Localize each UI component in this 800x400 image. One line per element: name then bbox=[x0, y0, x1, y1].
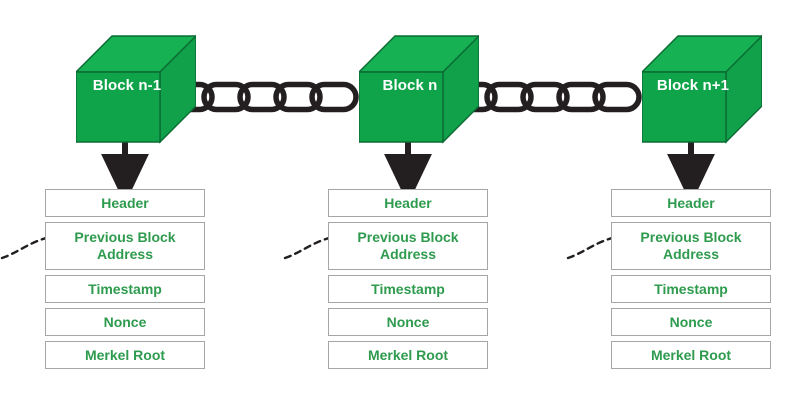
field-previous-block-address[interactable]: Previous Block Address bbox=[45, 222, 205, 270]
field-header[interactable]: Header bbox=[328, 189, 488, 217]
field-merkel-root-label: Merkel Root bbox=[650, 346, 732, 363]
field-nonce[interactable]: Nonce bbox=[328, 308, 488, 336]
field-timestamp-label: Timestamp bbox=[654, 280, 728, 297]
field-nonce[interactable]: Nonce bbox=[611, 308, 771, 336]
field-stack-block-n: Header Previous Block Address Timestamp … bbox=[328, 189, 488, 374]
cube-shape bbox=[357, 34, 481, 144]
field-previous-block-address-label: Previous Block Address bbox=[357, 229, 458, 263]
field-nonce-label: Nonce bbox=[669, 313, 713, 330]
field-timestamp-label: Timestamp bbox=[371, 280, 445, 297]
cube-block-n[interactable]: Block n bbox=[357, 22, 481, 152]
field-merkel-root-label: Merkel Root bbox=[84, 346, 166, 363]
field-previous-block-address[interactable]: Previous Block Address bbox=[328, 222, 488, 270]
field-merkel-root[interactable]: Merkel Root bbox=[328, 341, 488, 369]
cube-shape bbox=[640, 34, 764, 144]
field-previous-block-address-label: Previous Block Address bbox=[74, 229, 175, 263]
field-header-label: Header bbox=[101, 194, 149, 211]
line-2: Address bbox=[379, 246, 437, 262]
field-timestamp[interactable]: Timestamp bbox=[45, 275, 205, 303]
line-1: Previous Block bbox=[357, 229, 459, 245]
chain-segment-1 bbox=[168, 85, 356, 110]
field-nonce-label: Nonce bbox=[103, 313, 147, 330]
field-merkel-root-label: Merkel Root bbox=[367, 346, 449, 363]
field-nonce-label: Nonce bbox=[386, 313, 430, 330]
field-timestamp[interactable]: Timestamp bbox=[611, 275, 771, 303]
field-previous-block-address-label: Previous Block Address bbox=[640, 229, 741, 263]
cube-block-n-plus-1[interactable]: Block n+1 bbox=[640, 22, 764, 152]
field-merkel-root[interactable]: Merkel Root bbox=[611, 341, 771, 369]
chain-segment-2 bbox=[451, 85, 639, 110]
field-merkel-root[interactable]: Merkel Root bbox=[45, 341, 205, 369]
field-header-label: Header bbox=[384, 194, 432, 211]
field-timestamp[interactable]: Timestamp bbox=[328, 275, 488, 303]
field-timestamp-label: Timestamp bbox=[88, 280, 162, 297]
field-stack-block-n-1: Header Previous Block Address Timestamp … bbox=[45, 189, 205, 374]
field-nonce[interactable]: Nonce bbox=[45, 308, 205, 336]
field-header[interactable]: Header bbox=[45, 189, 205, 217]
cube-shape bbox=[74, 34, 198, 144]
field-header-label: Header bbox=[667, 194, 715, 211]
line-2: Address bbox=[96, 246, 154, 262]
line-1: Previous Block bbox=[74, 229, 176, 245]
field-stack-block-n-plus-1: Header Previous Block Address Timestamp … bbox=[611, 189, 771, 374]
field-previous-block-address[interactable]: Previous Block Address bbox=[611, 222, 771, 270]
field-header[interactable]: Header bbox=[611, 189, 771, 217]
line-1: Previous Block bbox=[640, 229, 742, 245]
line-2: Address bbox=[662, 246, 720, 262]
cube-block-n-1[interactable]: Block n-1 bbox=[74, 22, 198, 152]
